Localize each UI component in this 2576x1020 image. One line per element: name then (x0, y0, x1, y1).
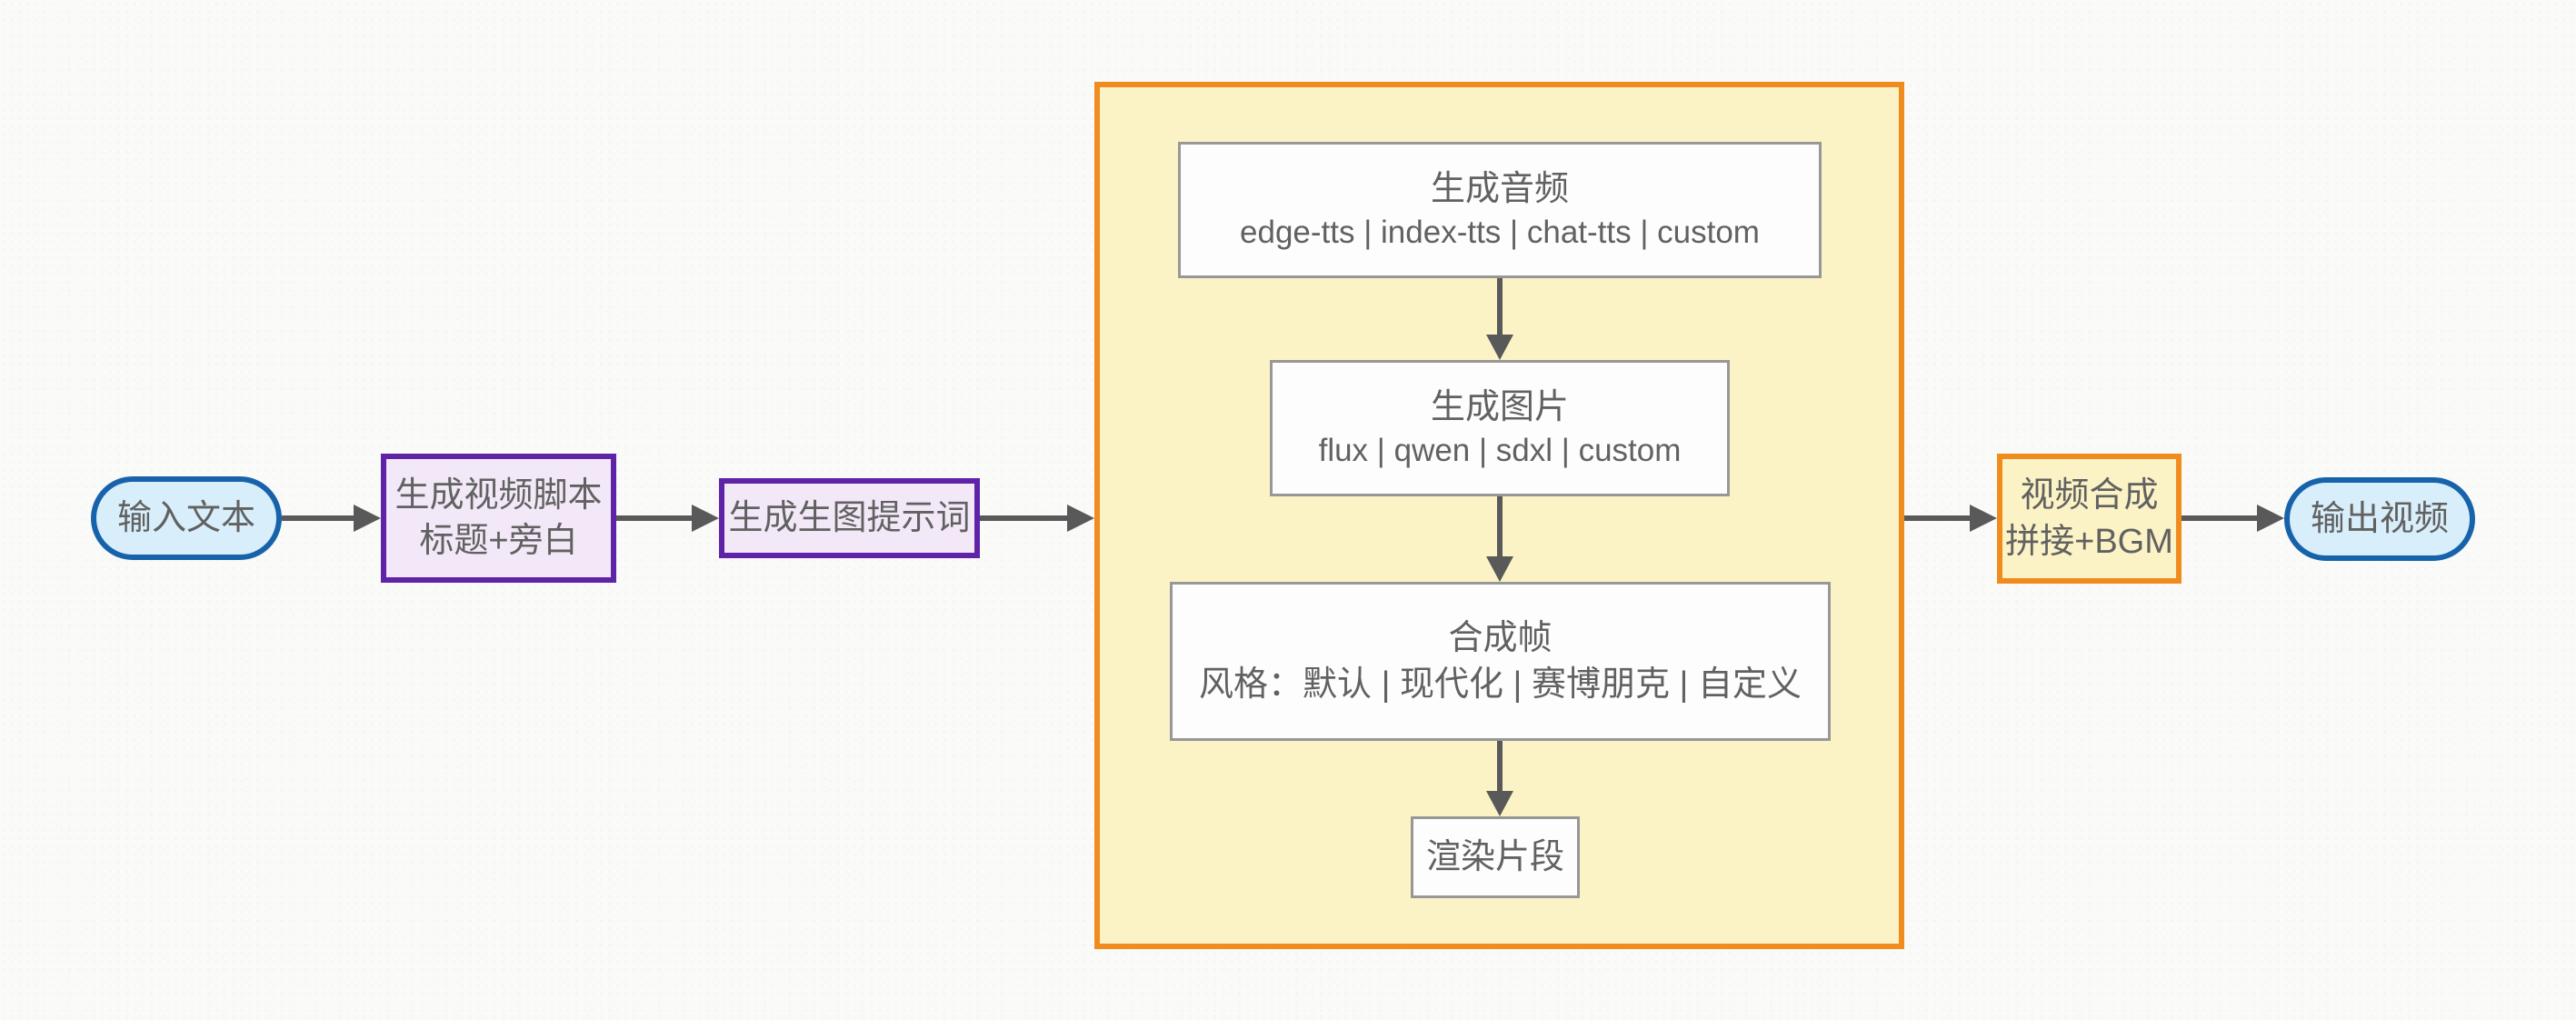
arrow-audio-to-image (1484, 278, 1515, 360)
generate-script-subtitle: 标题+旁白 (419, 522, 578, 560)
generate-audio-title: 生成音频 (1430, 169, 1569, 208)
generate-script-node: 生成视频脚本 标题+旁白 (381, 454, 616, 583)
arrow-shaft (282, 515, 357, 521)
generate-image-prompt-node: 生成生图提示词 (719, 478, 980, 558)
arrow-shaft (1904, 515, 1973, 521)
generate-image-title: 生成图片 (1430, 387, 1569, 426)
arrow-head-icon (1067, 505, 1094, 532)
arrow-shaft (1497, 741, 1503, 795)
input-text-label: 输入文本 (116, 498, 255, 537)
arrow-head-icon (1486, 335, 1513, 360)
arrow-head-icon (1486, 556, 1513, 582)
arrow-head-icon (2257, 505, 2284, 532)
generate-audio-step: 生成音频 edge-tts | index-tts | chat-tts | c… (1178, 142, 1822, 278)
video-compose-title: 视频合成 (2020, 476, 2159, 515)
arrow-frame-to-render (1484, 741, 1515, 816)
video-compose-subtitle: 拼接+BGM (2005, 522, 2173, 561)
render-clip-step: 渲染片段 (1411, 816, 1580, 898)
arrow-subgraph-to-compose (1904, 505, 1997, 532)
arrow-input-to-script (282, 505, 381, 532)
compose-frame-options: 风格：默认 | 现代化 | 赛博朋克 | 自定义 (1199, 665, 1802, 704)
generate-image-options: flux | qwen | sdxl | custom (1318, 432, 1682, 468)
arrow-shaft (2182, 515, 2261, 521)
render-clip-label: 渲染片段 (1425, 837, 1564, 876)
video-compose-node: 视频合成 拼接+BGM (1997, 454, 2182, 584)
arrow-script-to-prompt (616, 505, 719, 532)
input-text-node: 输入文本 (91, 476, 282, 560)
arrow-head-icon (354, 505, 381, 532)
arrow-shaft (616, 515, 695, 521)
output-video-node: 输出视频 (2284, 477, 2475, 561)
arrow-shaft (1497, 278, 1503, 338)
generate-script-title: 生成视频脚本 (394, 475, 603, 515)
generate-image-step: 生成图片 flux | qwen | sdxl | custom (1270, 360, 1730, 496)
generate-image-prompt-label: 生成生图提示词 (728, 498, 971, 537)
compose-frame-step: 合成帧 风格：默认 | 现代化 | 赛博朋克 | 自定义 (1170, 582, 1831, 741)
arrow-prompt-to-subgraph (980, 505, 1094, 532)
generate-audio-options: edge-tts | index-tts | chat-tts | custom (1240, 214, 1760, 250)
arrow-compose-to-output (2182, 505, 2284, 532)
arrow-head-icon (692, 505, 719, 532)
compose-frame-title: 合成帧 (1448, 619, 1553, 658)
arrow-shaft (980, 515, 1071, 521)
arrow-shaft (1497, 496, 1503, 560)
output-video-label: 输出视频 (2310, 499, 2449, 538)
arrow-image-to-frame (1484, 496, 1515, 582)
arrow-head-icon (1970, 505, 1997, 532)
arrow-head-icon (1486, 791, 1513, 816)
